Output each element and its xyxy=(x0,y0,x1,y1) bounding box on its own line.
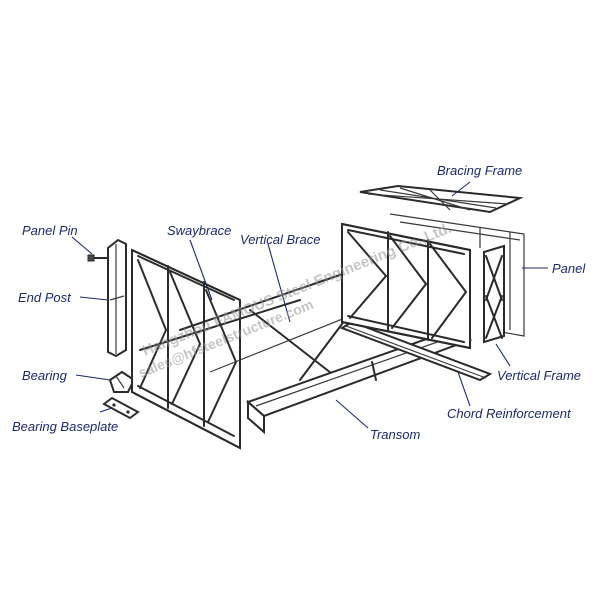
panel-pin-drawing xyxy=(87,254,111,262)
leader-lines xyxy=(71,181,548,429)
label-vertical-frame: Vertical Frame xyxy=(497,368,582,383)
right-truss-panel-drawing xyxy=(341,222,471,350)
label-swaybrace: Swaybrace xyxy=(167,223,232,238)
left-truss-panel-drawing xyxy=(131,248,241,450)
label-bearing: Bearing xyxy=(22,368,67,383)
bearing-baseplate-drawing xyxy=(102,396,140,420)
vertical-frame-drawing xyxy=(483,244,505,344)
label-bracing-frame: Bracing Frame xyxy=(437,163,523,178)
end-post-drawing xyxy=(107,238,127,358)
panel-drawing xyxy=(389,213,525,337)
label-transom: Transom xyxy=(370,427,421,442)
label-end-post: End Post xyxy=(18,290,71,305)
bearing-drawing xyxy=(108,370,136,393)
transom-drawing xyxy=(246,328,473,435)
label-chord-reinforcement: Chord Reinforcement xyxy=(447,406,571,421)
label-panel: Panel xyxy=(552,261,586,276)
label-panel-pin: Panel Pin xyxy=(22,223,78,238)
bracing-frame-drawing xyxy=(359,184,524,214)
label-bearing-baseplate: Bearing Baseplate xyxy=(12,419,119,434)
label-vertical-brace: Vertical Brace xyxy=(240,232,321,247)
